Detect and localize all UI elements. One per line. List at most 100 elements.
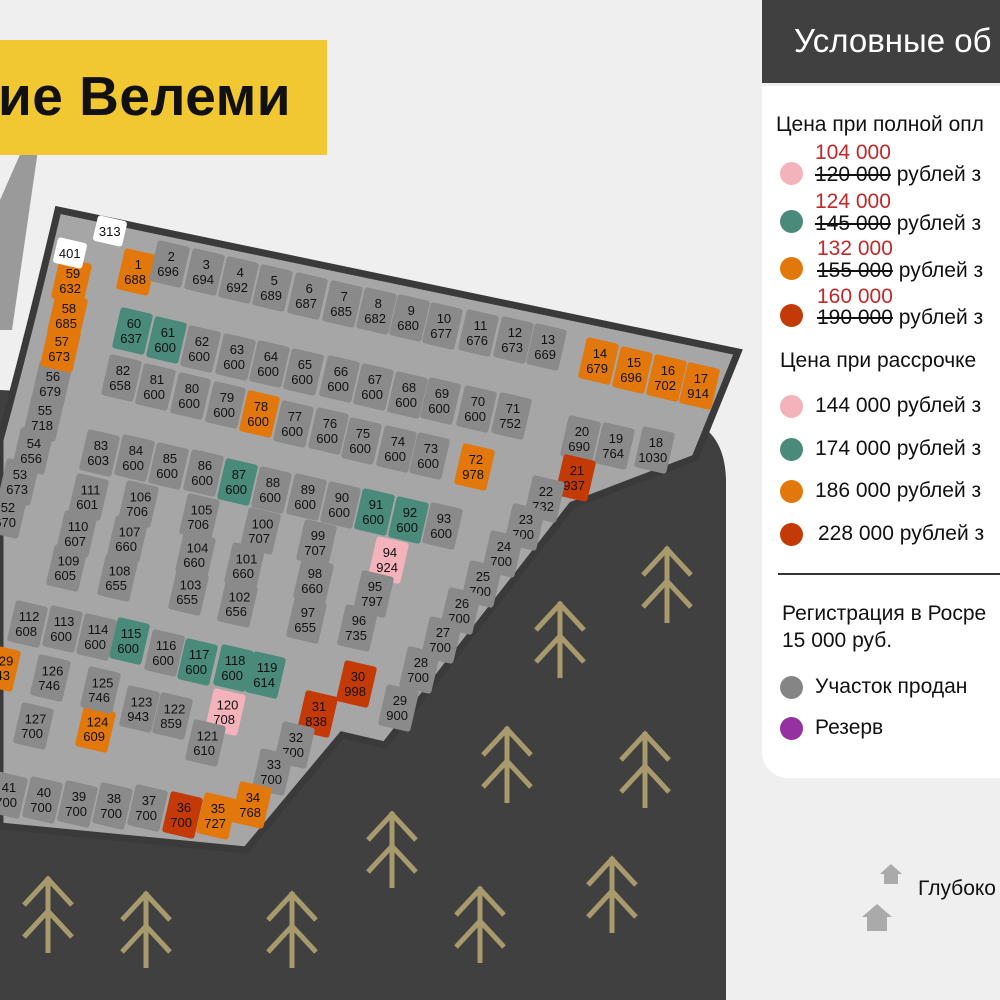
old-price: 145 000	[815, 212, 891, 235]
plot-area: 660	[231, 565, 254, 581]
plot-number: 108	[107, 563, 130, 579]
red-dot-icon	[780, 523, 803, 546]
plot-number: 27	[435, 625, 450, 641]
plot-number: 14	[592, 346, 607, 362]
plot-number: 102	[227, 589, 250, 605]
plot-number: 111	[79, 482, 100, 498]
plot-number: 120	[215, 697, 238, 713]
plot-area: 679	[38, 383, 61, 399]
plot-area: 680	[396, 317, 419, 333]
plot-number: 16	[660, 363, 675, 379]
plot-area: 700	[169, 814, 192, 830]
installment-price: 228 000 рублей з	[818, 522, 985, 545]
plot-area: 688	[123, 271, 146, 287]
plot-area: 676	[465, 332, 488, 348]
plot-number: 68	[401, 380, 416, 396]
plot-number: 38	[106, 791, 121, 807]
plot-area: 600	[416, 455, 439, 471]
new-price: 160 000	[817, 285, 893, 308]
plot-number: 24	[496, 539, 511, 555]
plot-area: 600	[290, 371, 313, 387]
plot-area: 687	[294, 295, 317, 311]
access-road	[0, 150, 38, 330]
plot-area: 600	[348, 440, 371, 456]
plot-area: 601	[75, 496, 98, 512]
old-price: 155 000	[817, 259, 893, 282]
teal-dot-icon	[780, 438, 803, 461]
plot-number: 117	[188, 647, 210, 663]
plot-area: 685	[54, 315, 77, 331]
plot-number: 104	[185, 540, 208, 556]
plot-number: 13	[540, 332, 555, 348]
plot-area: 752	[498, 415, 521, 431]
plot-area: 600	[360, 386, 383, 402]
plot-number: 61	[160, 325, 175, 341]
plot-number: 28	[413, 655, 428, 671]
plot-number: 66	[333, 364, 348, 380]
house-icon	[862, 864, 902, 931]
price-suffix: рублей з	[898, 306, 984, 329]
price-suffix: рублей з	[896, 212, 982, 235]
plot-area: 660	[300, 580, 323, 596]
plot-number: 100	[250, 516, 273, 532]
plot-area: 600	[83, 636, 106, 652]
plot-number: 25	[475, 569, 490, 585]
plot-number: 17	[693, 371, 708, 387]
plot-number: 113	[53, 614, 75, 630]
plot-number: 32	[288, 730, 303, 746]
plot-area: 643	[0, 667, 10, 683]
plot-area: 679	[585, 360, 608, 376]
plot-area: 600	[220, 667, 243, 683]
plot-number: 62	[194, 334, 209, 350]
plot-number: 94	[382, 545, 397, 561]
plot-number: 96	[351, 613, 366, 629]
tree-icon	[366, 810, 418, 888]
plot-area: 677	[429, 325, 452, 341]
plot-area: 746	[87, 689, 110, 705]
plot-area: 746	[37, 677, 60, 693]
tree-icon	[641, 545, 693, 623]
plot-number: 126	[40, 663, 63, 679]
plot-area: 600	[315, 430, 338, 446]
plot-number: 313	[99, 223, 121, 239]
plot-number: 56	[45, 369, 60, 385]
plot-number: 63	[229, 342, 244, 358]
plot-number: 112	[18, 609, 40, 625]
plot-number: 70	[470, 394, 485, 410]
plot-area: 914	[686, 385, 709, 401]
plot-area: 600	[293, 496, 316, 512]
plot-area: 1030	[637, 449, 667, 465]
plot-area: 682	[363, 310, 386, 326]
plot-number: 41	[1, 780, 16, 796]
price-suffix: рублей з	[896, 163, 982, 186]
page-title: ие Велеми	[0, 65, 292, 127]
plot-number: 36	[176, 800, 191, 816]
plot-number: 23	[518, 512, 533, 528]
plot-area: 673	[5, 481, 28, 497]
plot-number: 80	[184, 381, 199, 397]
plot-number: 89	[300, 482, 315, 498]
plot-number: 75	[355, 426, 370, 442]
plot-number: 2	[167, 249, 175, 265]
teal-dot-icon	[780, 210, 803, 233]
plot-number: 125	[90, 675, 113, 691]
plot-number: 114	[87, 622, 109, 638]
plot-number: 105	[189, 502, 212, 518]
plot-area: 600	[246, 413, 269, 429]
plot-area: 600	[49, 628, 72, 644]
plot-area: 600	[326, 378, 349, 394]
plot-area: 669	[533, 346, 556, 362]
plot-number: 97	[300, 605, 315, 621]
plot-number: 101	[234, 551, 257, 567]
plot-number: 26	[454, 596, 469, 612]
plot-area: 700	[20, 725, 43, 741]
plot-number: 95	[367, 579, 382, 595]
plot-area: 600	[280, 423, 303, 439]
plot-number: 8	[374, 296, 382, 312]
plot-area: 600	[121, 457, 144, 473]
plot-number: 5	[270, 273, 278, 289]
plot-area: 600	[184, 661, 207, 677]
plot-area: 600	[429, 525, 452, 541]
plot-number: 115	[120, 626, 142, 642]
plot-number: 10	[436, 311, 451, 327]
